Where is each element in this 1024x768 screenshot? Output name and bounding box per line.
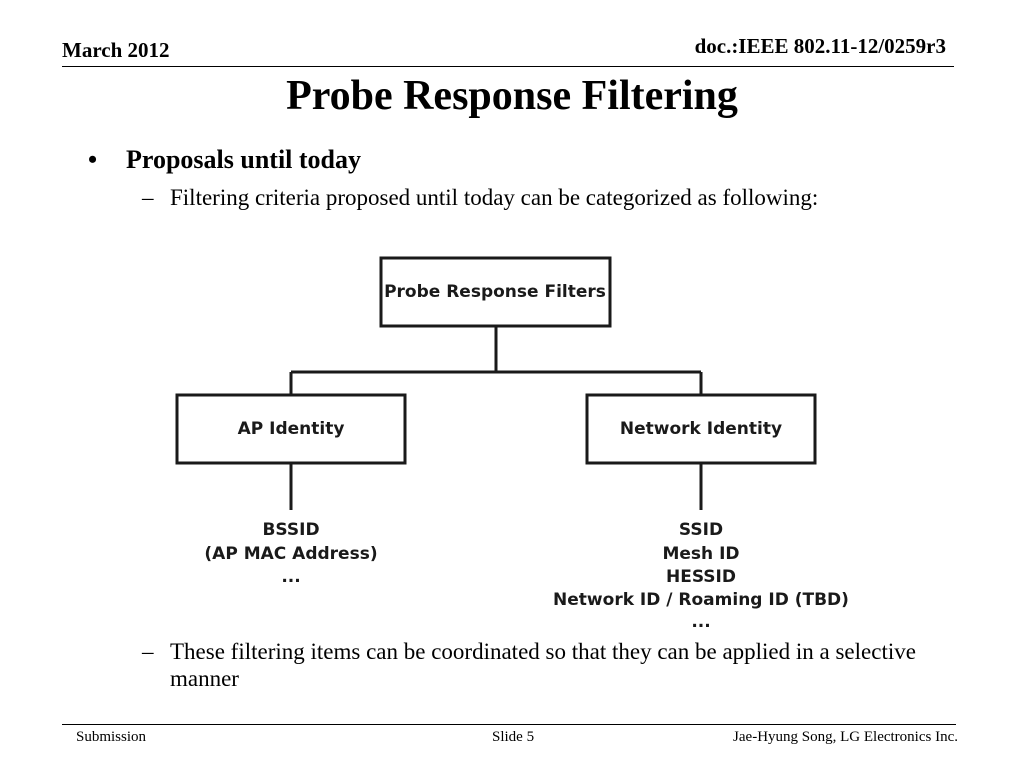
footer-rule <box>62 724 956 725</box>
network-identity-box <box>585 393 817 465</box>
root-box <box>379 256 612 328</box>
left-item: (AP MAC Address) <box>204 544 377 564</box>
left-item: BSSID <box>262 520 319 540</box>
right-item: ... <box>691 612 710 632</box>
dash-marker: – <box>142 185 154 210</box>
footer-submission: Submission <box>76 729 147 745</box>
connector-lines <box>289 326 703 510</box>
bullet-item: • Proposals until today <box>88 145 361 175</box>
network-identity-label: Network Identity <box>620 419 782 439</box>
right-item: SSID <box>679 520 723 540</box>
header-date: March 2012 <box>62 38 170 62</box>
ap-identity-label: AP Identity <box>238 419 345 439</box>
header-doc-id: doc.:IEEE 802.11-12/0259r3 <box>694 34 946 58</box>
footer-author: Jae-Hyung Song, LG Electronics Inc. <box>733 729 958 745</box>
dash-marker: – <box>142 639 154 664</box>
sub-item-criteria: –Filtering criteria proposed until today… <box>142 184 818 211</box>
sub-item-text: These filtering items can be coordinated… <box>170 639 916 691</box>
ap-identity-box <box>175 393 407 465</box>
header-rule <box>62 66 954 67</box>
slide-title: Probe Response Filtering <box>286 73 738 119</box>
right-item: HESSID <box>666 567 736 587</box>
left-item: ... <box>281 567 300 587</box>
bullet-text: Proposals until today <box>126 145 362 174</box>
bullet-marker: • <box>88 145 98 174</box>
right-item: Mesh ID <box>662 544 739 564</box>
footer-slide-number: Slide 5 <box>492 729 535 745</box>
root-label: Probe Response Filters <box>384 282 606 302</box>
sub-item-coordination: –These filtering items can be coordinate… <box>142 638 942 692</box>
right-item: Network ID / Roaming ID (TBD) <box>553 590 849 610</box>
sub-item-text: Filtering criteria proposed until today … <box>170 185 819 210</box>
